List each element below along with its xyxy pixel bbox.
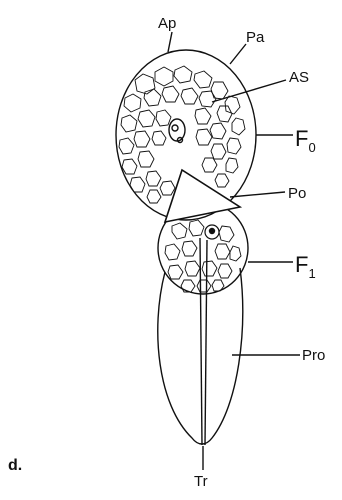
nucleolus-f1 [209, 228, 215, 234]
nucleolus-f0 [172, 125, 178, 131]
label-ap: Ap [158, 15, 176, 32]
label-f0: F0 [295, 126, 316, 155]
label-pro: Pro [302, 347, 325, 364]
label-f1-sub: 1 [308, 266, 315, 281]
label-f0-sub: 0 [308, 140, 315, 155]
label-f0-main: F [295, 126, 308, 151]
reticulum-f1 [165, 220, 241, 292]
label-po: Po [288, 185, 306, 202]
label-pa: Pa [246, 29, 265, 46]
label-f1: F1 [295, 252, 316, 281]
trace-line-inner [205, 240, 207, 445]
label-f1-main: F [295, 252, 308, 277]
label-as: AS [289, 69, 309, 86]
label-tr: Tr [194, 473, 208, 490]
leader-ap [168, 32, 172, 52]
leader-pa [230, 44, 246, 64]
porus-region [165, 170, 240, 222]
panel-label: d. [8, 457, 22, 474]
